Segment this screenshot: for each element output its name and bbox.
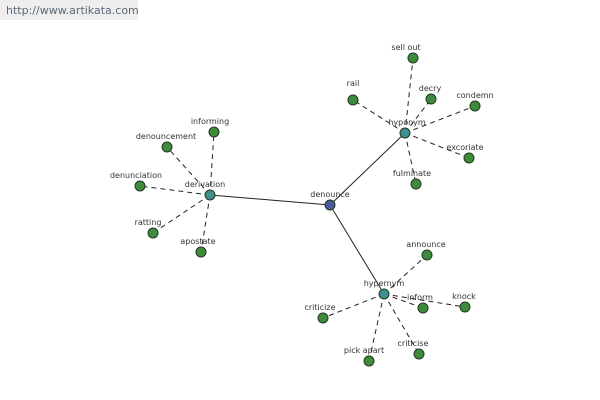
word-node-label: announce <box>406 240 445 249</box>
edge-hyponym-rail <box>352 99 406 134</box>
word-node-label: knock <box>452 292 476 301</box>
watermark: http://www.artikata.com <box>0 0 139 20</box>
edge-hyponym-decry <box>404 98 432 134</box>
word-node-knock[interactable]: knock <box>452 292 476 313</box>
edge-derivation-apostate <box>200 194 211 253</box>
word-node-label: ratting <box>135 218 162 227</box>
edge-denounce-derivation <box>209 194 331 206</box>
word-node-circle[interactable] <box>421 249 433 261</box>
word-node-label: apostate <box>180 237 215 246</box>
word-node-label: sell out <box>391 43 420 52</box>
edge-hyponym-condemn <box>404 105 476 134</box>
word-node-announce[interactable]: announce <box>406 240 446 261</box>
word-node-circle[interactable] <box>459 301 471 313</box>
edge-denounce-hypernym <box>329 204 385 295</box>
word-node-criticise[interactable]: criticise <box>398 339 429 360</box>
word-node-label: excoriate <box>446 143 483 152</box>
word-node-circle[interactable] <box>195 246 207 258</box>
word-node-circle[interactable] <box>363 355 375 367</box>
word-node-ratting[interactable]: ratting <box>135 218 162 239</box>
word-node-label: criticize <box>304 303 335 312</box>
relation-node-circle[interactable] <box>399 127 411 139</box>
word-node-informing[interactable]: informing <box>191 117 229 138</box>
edge-hypernym-inform <box>383 293 424 309</box>
edge-derivation-denunciation <box>139 185 211 196</box>
word-node-label: criticise <box>398 339 429 348</box>
edge-denounce-hyponym <box>329 132 406 206</box>
center-node-denounce[interactable]: denounce <box>310 190 350 211</box>
edge-hypernym-announce <box>383 254 428 295</box>
relation-node-hypernym[interactable]: hypernym <box>364 279 405 300</box>
word-node-denunciation[interactable]: denunciation <box>110 171 162 192</box>
word-node-circle[interactable] <box>407 52 419 64</box>
word-node-label: denouncement <box>136 132 196 141</box>
relation-node-label: hyponym <box>388 118 426 127</box>
word-node-criticize[interactable]: criticize <box>304 303 336 324</box>
word-node-circle[interactable] <box>317 312 329 324</box>
edge-hypernym-knock <box>383 293 466 308</box>
edge-hyponym-sell-out <box>404 57 414 134</box>
relation-node-label: derivation <box>185 180 225 189</box>
word-node-label: informing <box>191 117 229 126</box>
edge-hypernym-criticise <box>383 293 420 355</box>
word-node-label: pick apart <box>344 346 384 355</box>
center-node-label: denounce <box>310 190 350 199</box>
relation-node-hyponym[interactable]: hyponym <box>388 118 426 139</box>
word-node-circle[interactable] <box>417 302 429 314</box>
word-node-condemn[interactable]: condemn <box>456 91 494 112</box>
word-node-circle[interactable] <box>410 178 422 190</box>
word-node-label: condemn <box>456 91 493 100</box>
word-node-rail[interactable]: rail <box>347 79 360 106</box>
word-node-circle[interactable] <box>469 100 481 112</box>
word-node-label: denunciation <box>110 171 162 180</box>
word-node-circle[interactable] <box>134 180 146 192</box>
word-node-inform[interactable]: inform <box>407 293 433 314</box>
word-node-fulminate[interactable]: fulminate <box>393 169 431 190</box>
word-node-circle[interactable] <box>425 93 437 105</box>
word-node-circle[interactable] <box>161 141 173 153</box>
watermark-text: http://www.artikata.com <box>6 4 139 17</box>
word-node-label: inform <box>407 293 433 302</box>
word-node-pick-apart[interactable]: pick apart <box>344 346 384 367</box>
word-node-circle[interactable] <box>347 94 359 106</box>
edge-derivation-informing <box>209 131 215 196</box>
center-node-circle[interactable] <box>324 199 336 211</box>
word-node-sell-out[interactable]: sell out <box>391 43 421 64</box>
word-node-label: rail <box>347 79 360 88</box>
word-node-circle[interactable] <box>208 126 220 138</box>
word-node-label: decry <box>419 84 442 93</box>
relation-node-circle[interactable] <box>378 288 390 300</box>
word-node-label: fulminate <box>393 169 431 178</box>
relation-node-derivation[interactable]: derivation <box>185 180 225 201</box>
relation-node-label: hypernym <box>364 279 405 288</box>
word-node-excoriate[interactable]: excoriate <box>446 143 484 164</box>
edge-hyponym-excoriate <box>404 132 470 159</box>
edge-derivation-denouncement <box>166 146 211 196</box>
word-node-circle[interactable] <box>147 227 159 239</box>
word-node-circle[interactable] <box>413 348 425 360</box>
word-node-decry[interactable]: decry <box>419 84 442 105</box>
word-node-denouncement[interactable]: denouncement <box>136 132 196 153</box>
word-node-circle[interactable] <box>463 152 475 164</box>
edge-derivation-ratting <box>152 194 211 234</box>
edge-hypernym-pick-apart <box>368 293 385 362</box>
relation-node-circle[interactable] <box>204 189 216 201</box>
word-node-apostate[interactable]: apostate <box>180 237 216 258</box>
edge-hypernym-criticize <box>322 293 385 319</box>
